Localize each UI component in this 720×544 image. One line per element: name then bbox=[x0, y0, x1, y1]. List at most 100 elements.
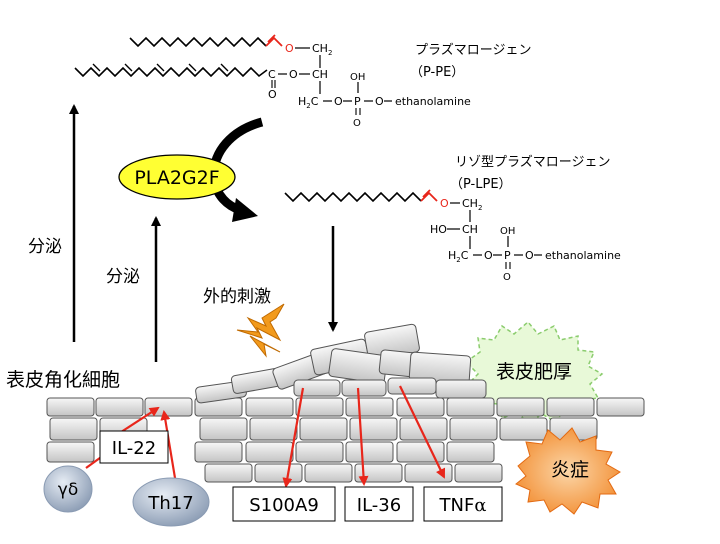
keratinocyte-cell bbox=[449, 417, 498, 441]
lyso-atom-ch: CH bbox=[462, 223, 478, 236]
keratinocyte-cell bbox=[496, 397, 545, 417]
bond-line bbox=[355, 108, 361, 115]
atom-phosphorus: P bbox=[354, 95, 361, 108]
atom-oh: OH bbox=[350, 72, 365, 83]
keratinocyte-cell bbox=[446, 397, 495, 417]
atom-carbonyl-o: O bbox=[268, 88, 277, 101]
lyso-head-group-ethanolamine: ethanolamine bbox=[545, 249, 621, 262]
plasmalogen-abbr: （P-PE） bbox=[410, 65, 464, 80]
keratinocyte-cell bbox=[95, 397, 144, 417]
s100a9-box: S100A9 bbox=[232, 486, 336, 522]
s100a9-label: S100A9 bbox=[249, 495, 319, 516]
keratinocyte-cell bbox=[304, 463, 353, 483]
lyso-vinyl-ether-chain bbox=[284, 191, 422, 203]
tnf-label: TNFα bbox=[439, 495, 487, 516]
keratinocyte-cell bbox=[295, 441, 344, 463]
keratinocyte-cell bbox=[299, 417, 348, 441]
keratinocyte-cell bbox=[144, 397, 193, 417]
il22-box: IL-22 bbox=[99, 430, 169, 464]
tnf-arrow bbox=[399, 385, 446, 479]
starburst-icon bbox=[515, 427, 621, 515]
spark-icon bbox=[249, 335, 281, 358]
th17-cell: Th17 bbox=[132, 477, 210, 527]
gamma-delta-t-cell: γδ bbox=[43, 465, 93, 513]
atom-p-double-o: O bbox=[353, 118, 361, 129]
bond-line bbox=[271, 80, 276, 88]
inflammation-label: 炎症 bbox=[551, 459, 589, 481]
keratinocyte-cell bbox=[46, 397, 95, 417]
lyso-atom-oh: OH bbox=[500, 226, 515, 237]
tnf-box: TNFα bbox=[423, 486, 503, 522]
atom-phosphate-o1: O bbox=[334, 95, 343, 108]
keratinocyte-cell bbox=[46, 441, 95, 463]
keratinocyte-cell bbox=[499, 417, 548, 441]
keratinocyte-cell bbox=[245, 397, 294, 417]
s100a9-arrow bbox=[282, 387, 305, 488]
lyso-atom-h2c: H2C bbox=[448, 249, 469, 264]
vinyl-ether-chain bbox=[129, 36, 267, 48]
keratinocyte-cell bbox=[596, 397, 645, 417]
keratinocyte-cell bbox=[49, 417, 98, 441]
curved-arrow-head bbox=[232, 198, 258, 222]
lysoplasmalogen-structure: O CH2 HO CH H2C O P OH O O ethanolamine … bbox=[284, 154, 621, 283]
keratinocyte-cell bbox=[435, 379, 487, 399]
plasmalogen-name: プラズマロージェン bbox=[415, 42, 531, 58]
atom-ch: CH bbox=[312, 68, 328, 81]
lyso-atom-ch2-top: CH2 bbox=[462, 197, 482, 212]
il36-arrow bbox=[356, 387, 369, 486]
keratinocyte-cell bbox=[204, 463, 253, 483]
lyso-ether-oxygen: O bbox=[440, 197, 449, 210]
keratinocyte-cell bbox=[546, 397, 595, 417]
ether-oxygen: O bbox=[285, 42, 294, 55]
lyso-phosphate-o1: O bbox=[484, 249, 493, 262]
keratinocyte-cell bbox=[194, 441, 243, 463]
keratinocyte-cell bbox=[293, 379, 341, 397]
vinyl-double-bond bbox=[265, 34, 283, 47]
keratinocyte-cell bbox=[245, 441, 294, 463]
keratinocyte-cell bbox=[249, 417, 298, 441]
keratinocyte-cell bbox=[345, 441, 394, 463]
epidermis-layer bbox=[46, 323, 645, 483]
keratinocyte-cell bbox=[446, 441, 495, 463]
th17-arrow-to-skin bbox=[160, 410, 178, 485]
lysoplasmalogen-name: リゾ型プラズマロージェン bbox=[455, 154, 610, 170]
lyso-vinyl-double-bond bbox=[420, 189, 438, 202]
atom-h2c: H2C bbox=[298, 95, 319, 110]
keratinocyte-cell bbox=[295, 397, 344, 417]
keratinocyte-cell bbox=[254, 463, 303, 483]
acyl-double-bonds bbox=[92, 63, 229, 72]
th17-label: Th17 bbox=[147, 493, 193, 514]
keratinocyte-cell bbox=[396, 441, 445, 463]
bond-line bbox=[505, 262, 511, 269]
thickening-label: 表皮肥厚 bbox=[496, 361, 572, 383]
lyso-phosphorus: P bbox=[504, 249, 511, 262]
il22-label: IL-22 bbox=[112, 438, 156, 459]
atom-phosphate-o2: O bbox=[375, 95, 384, 108]
head-group-ethanolamine: ethanolamine bbox=[395, 95, 471, 108]
lysoplasmalogen-abbr: （P-LPE） bbox=[450, 177, 512, 192]
secretion-label-left: 分泌 bbox=[28, 237, 62, 257]
keratinocyte-label: 表皮角化細胞 bbox=[6, 369, 120, 391]
keratinocyte-cell bbox=[396, 397, 445, 417]
gamma-delta-label: γδ bbox=[58, 480, 78, 500]
keratinocyte-cell bbox=[341, 379, 387, 397]
lyso-phosphate-o2: O bbox=[525, 249, 534, 262]
enzyme-label: PLA2G2F bbox=[134, 167, 219, 189]
enzyme-reaction: PLA2G2F bbox=[118, 117, 264, 222]
external-stimulus-label: 外的刺激 bbox=[203, 287, 271, 307]
keratinocyte-cell bbox=[399, 417, 448, 441]
spark-icon bbox=[236, 303, 285, 342]
il36-label: IL-36 bbox=[357, 495, 401, 516]
plasmalogen-structure: O CH2 C O O CH H2C O P OH O O ethanolami… bbox=[74, 34, 531, 129]
inflammation-starburst: 炎症 bbox=[515, 427, 621, 515]
lyso-p-double-o: O bbox=[503, 272, 511, 283]
keratinocyte-cell bbox=[404, 463, 453, 483]
lyso-atom-ho: HO bbox=[430, 223, 447, 236]
keratinocyte-cell bbox=[199, 417, 248, 441]
secretion-label-right: 分泌 bbox=[106, 267, 140, 287]
keratinocyte-cell bbox=[454, 463, 503, 483]
keratinocyte-cell bbox=[349, 417, 398, 441]
keratinocyte-cell bbox=[387, 377, 437, 395]
